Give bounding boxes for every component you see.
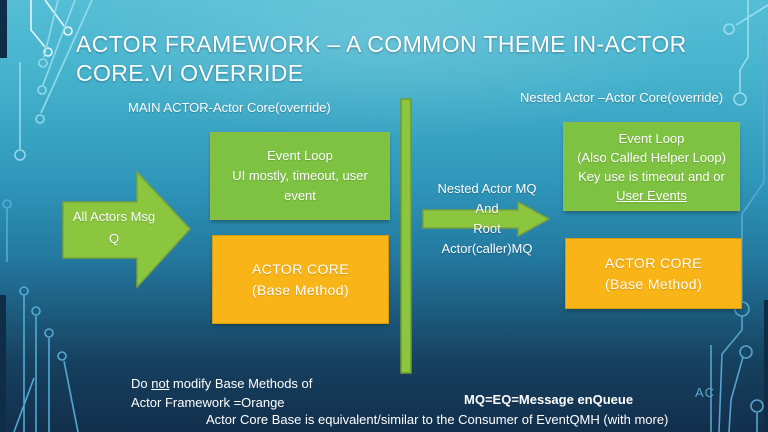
box-text-line: (Base Method) xyxy=(251,281,350,298)
not-underlined: not xyxy=(151,376,170,391)
caption-line: All Actors Msg xyxy=(72,209,156,224)
divider-bar xyxy=(400,98,412,374)
do-not-modify-line1: Do not modify Base Methods of xyxy=(131,374,312,393)
all-actors-msg-q-caption: All Actors Msg Q xyxy=(62,206,166,250)
do-not-modify-line2: Actor Framework =Orange xyxy=(131,395,285,410)
do-not-modify-note: Do not modify Base Methods of Actor Fram… xyxy=(131,374,312,412)
caption-line: Actor(caller)MQ xyxy=(441,241,533,256)
box-text-line: Key use is timeout and or xyxy=(578,168,725,184)
event-loop-box-right: Event Loop (Also Called Helper Loop) Key… xyxy=(563,122,740,211)
actor-core-box-right: ACTOR CORE (Base Method) xyxy=(565,238,742,309)
author-initials: AC xyxy=(695,385,716,400)
page-title-line1: ACTOR FRAMEWORK – A COMMON THEME IN-ACTO… xyxy=(76,31,687,57)
caption-line: Root xyxy=(473,221,501,236)
box-text-line: ACTOR CORE xyxy=(251,260,350,277)
box-text-line: ACTOR CORE xyxy=(604,254,703,271)
note-text: modify Base Methods of xyxy=(169,376,313,391)
note-text: Do xyxy=(131,376,152,391)
page-title: ACTOR FRAMEWORK – A COMMON THEME IN-ACTO… xyxy=(76,30,687,88)
user-events-underlined: User Events xyxy=(616,187,687,203)
mq-eq-note: MQ=EQ=Message enQueue xyxy=(464,392,634,407)
left-flow-arrow xyxy=(62,170,192,289)
main-actor-label: MAIN ACTOR-Actor Core(override) xyxy=(128,100,331,115)
box-text-line: (Also Called Helper Loop) xyxy=(577,149,726,165)
middle-flow-arrow xyxy=(422,200,551,238)
nested-actor-label: Nested Actor –Actor Core(override) xyxy=(520,90,724,105)
caption-line: Q xyxy=(108,231,120,246)
box-text-line: (Base Method) xyxy=(604,275,703,292)
event-loop-box-left: Event Loop UI mostly, timeout, user even… xyxy=(210,132,390,220)
box-text-line: Event Loop xyxy=(267,148,333,163)
caption-line: And xyxy=(475,201,499,216)
nested-actor-mq-caption: Nested Actor MQ And Root Actor(caller)MQ xyxy=(413,179,561,259)
box-text-line: UI mostly, timeout, user xyxy=(232,168,368,183)
bottom-note: Actor Core Base is equivalent/similar to… xyxy=(206,412,669,427)
actor-core-box-left: ACTOR CORE (Base Method) xyxy=(212,235,389,324)
box-text-line: event xyxy=(284,188,316,203)
page-title-line2: CORE.VI OVERRIDE xyxy=(76,60,304,86)
caption-line: Nested Actor MQ xyxy=(437,181,537,196)
box-text-line: Event Loop xyxy=(618,130,685,146)
